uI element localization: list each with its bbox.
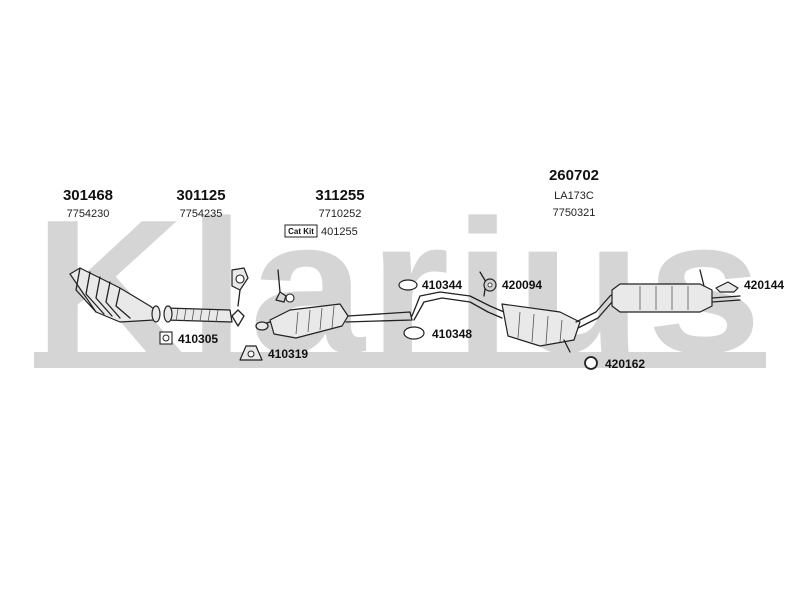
label-301125[interactable]: 301125 7754235 — [176, 187, 225, 220]
part-ref: LA173C — [554, 190, 594, 202]
manifold-301468[interactable] — [69, 267, 161, 323]
fitting-420162[interactable]: 420162 — [584, 356, 645, 371]
fitting-number: 410348 — [432, 327, 472, 341]
part-number: 301125 — [176, 187, 225, 204]
fitting-420094[interactable]: 420094 — [483, 278, 542, 292]
fitting-number: 410344 — [422, 278, 462, 292]
fitting-number: 410319 — [268, 347, 308, 361]
fitting-410305[interactable]: 410305 — [159, 331, 218, 346]
fitting-420144[interactable]: 420144 — [715, 278, 784, 293]
cat-kit-ref: 401255 — [321, 226, 358, 238]
label-301468[interactable]: 301468 7754230 — [63, 187, 113, 220]
fitting-number: 420162 — [605, 357, 645, 371]
catalyst-311255[interactable] — [255, 303, 413, 339]
part-number: 301468 — [63, 187, 113, 204]
front-pipe-301125[interactable] — [163, 305, 245, 327]
part-number: 260702 — [549, 167, 599, 184]
watermark-bar — [34, 352, 766, 368]
fitting-number: 420144 — [744, 278, 784, 292]
fitting-number: 420094 — [502, 278, 542, 292]
label-311255[interactable]: 311255 7710252 Cat Kit 401255 — [284, 187, 365, 238]
cat-kit-label: Cat Kit — [288, 227, 314, 236]
part-ref: 7710252 — [319, 208, 362, 220]
rear-silencer-260702[interactable] — [575, 269, 741, 329]
part-number: 311255 — [315, 187, 364, 204]
fitting-number: 410305 — [178, 332, 218, 346]
part-ref: 7754235 — [180, 208, 223, 220]
fitting-410344[interactable]: 410344 — [398, 278, 462, 292]
cat-kit-box — [284, 224, 318, 238]
fitting-410319[interactable]: 410319 — [239, 345, 308, 361]
hanger-ring — [231, 267, 249, 307]
centre-silencer[interactable] — [501, 303, 581, 353]
lambda-sensor — [275, 269, 295, 303]
label-260702[interactable]: 260702 LA173C 7750321 — [549, 167, 599, 219]
part-ref: 7750321 — [553, 207, 596, 219]
fitting-410348[interactable]: 410348 — [403, 326, 472, 341]
part-ref: 7754230 — [67, 208, 110, 220]
